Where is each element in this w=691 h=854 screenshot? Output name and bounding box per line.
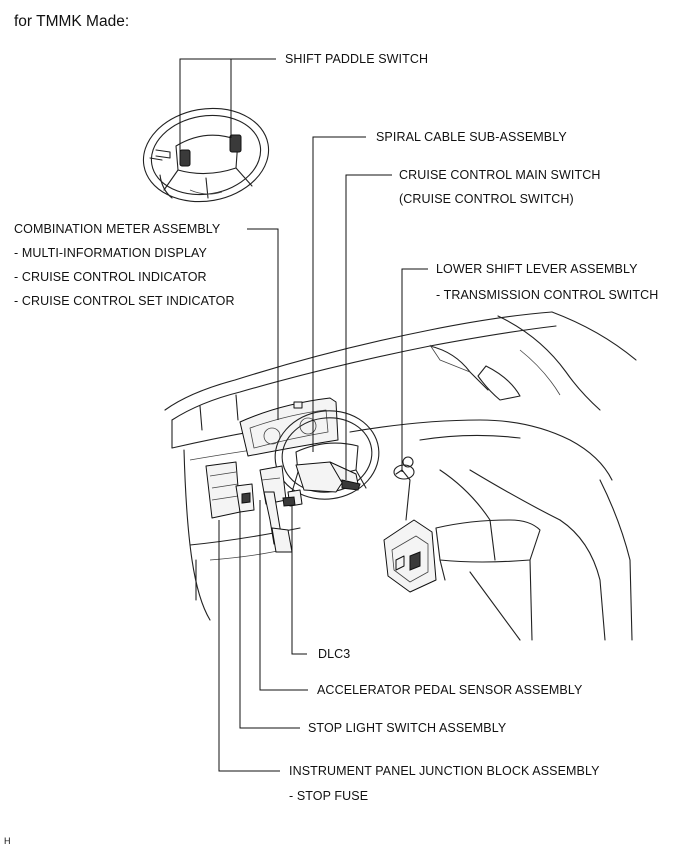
lower-shift-lever-label: LOWER SHIFT LEVER ASSEMBLY bbox=[436, 262, 638, 276]
cruise-main-switch-label: CRUISE CONTROL MAIN SWITCH bbox=[399, 168, 601, 182]
figure-code: H bbox=[4, 836, 11, 846]
spiral-cable-label: SPIRAL CABLE SUB-ASSEMBLY bbox=[376, 130, 567, 144]
junction-block-label: INSTRUMENT PANEL JUNCTION BLOCK ASSEMBLY bbox=[289, 764, 600, 778]
cruise-control-set-indicator-label: - CRUISE CONTROL SET INDICATOR bbox=[14, 294, 235, 308]
cruise-main-switch-sublabel: (CRUISE CONTROL SWITCH) bbox=[399, 192, 574, 206]
diagram-heading: for TMMK Made: bbox=[14, 13, 130, 30]
combination-meter-label: COMBINATION METER ASSEMBLY bbox=[14, 222, 221, 236]
dlc3-label: DLC3 bbox=[318, 647, 351, 661]
transmission-control-switch-label: - TRANSMISSION CONTROL SWITCH bbox=[436, 288, 659, 302]
accelerator-pedal-sensor-label: ACCELERATOR PEDAL SENSOR ASSEMBLY bbox=[317, 683, 583, 697]
stop-fuse-label: - STOP FUSE bbox=[289, 789, 369, 803]
steering-wheel-inset-drawing bbox=[142, 107, 270, 203]
dashboard-drawing bbox=[164, 311, 637, 641]
stop-light-switch-label: STOP LIGHT SWITCH ASSEMBLY bbox=[308, 721, 507, 735]
shift-paddle-switch-label: SHIFT PADDLE SWITCH bbox=[285, 52, 429, 66]
multi-information-display-label: - MULTI-INFORMATION DISPLAY bbox=[14, 246, 207, 260]
leader-lines bbox=[179, 58, 428, 772]
cruise-control-indicator-label: - CRUISE CONTROL INDICATOR bbox=[14, 270, 207, 284]
